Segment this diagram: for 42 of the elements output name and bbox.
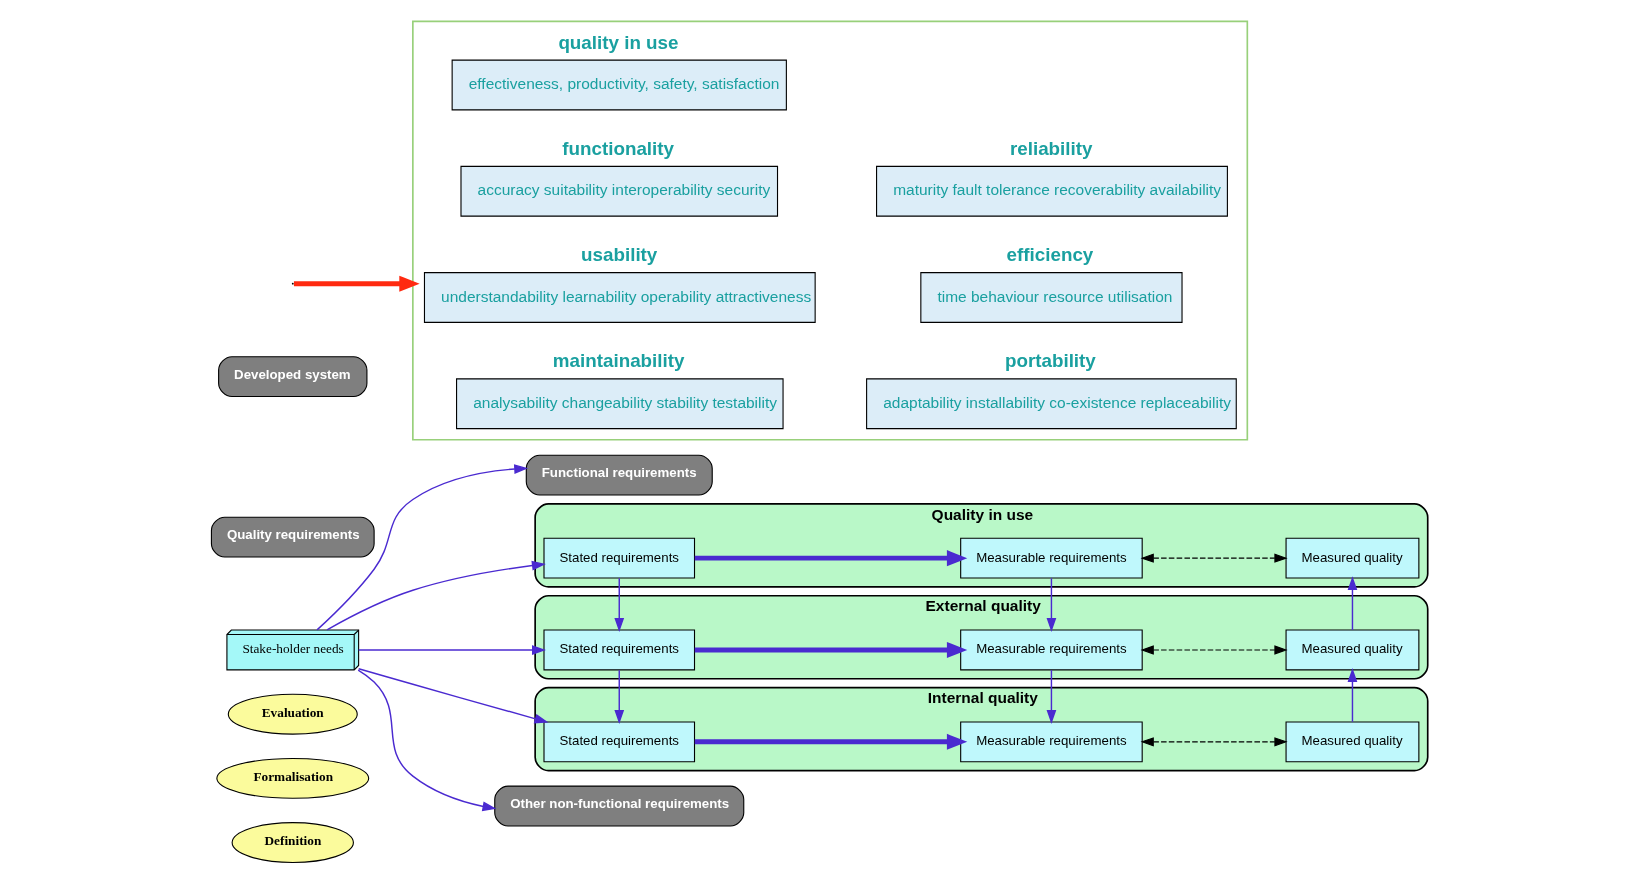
arrow [694,733,968,750]
arrow [358,645,546,655]
node-box: Measured quality [1285,721,1420,763]
arrow [357,668,549,724]
arrow [1140,737,1288,747]
node-label: reliability [1009,137,1093,159]
node-ellipse: Formalisation [216,757,370,799]
cluster [412,20,1249,441]
arrow [694,550,968,567]
arrow [357,669,497,812]
arrow [316,464,529,631]
node-box: Stated requirements [543,629,696,671]
arrow [1140,553,1288,563]
node-label: portability [1004,350,1096,372]
arrow [1347,668,1358,723]
arrow [614,577,625,633]
node-label: maintainability [552,350,685,372]
node-box: Measured quality [1285,629,1420,671]
arrow [1046,577,1057,633]
arrow [1046,669,1057,724]
node-ellipse: Definition [231,822,354,864]
arrow [694,641,968,658]
arrow [326,560,546,631]
node-label: quality in use [558,31,679,53]
node-box: Functional requirements [525,454,713,496]
node-box: Measurable requirements [960,537,1143,579]
arrow [1347,576,1358,631]
node-box: Stated requirements [543,537,696,579]
arrow [293,275,420,292]
node-box: Other non-functional requirements [494,785,745,827]
node-box: Measurable requirements [960,629,1143,671]
node-box: Developed system [218,356,368,398]
node-label: efficiency [1006,244,1094,266]
node-ellipse: Evaluation [227,693,358,735]
node-box: Stated requirements [543,721,696,763]
arrow [614,669,625,724]
node-box: Quality requirements [210,516,375,558]
node-label: usability [581,244,658,266]
node-box: Measured quality [1285,537,1420,579]
node-box: Measurable requirements [960,721,1143,763]
arrow [1140,645,1288,655]
node-label: functionality [562,137,675,159]
